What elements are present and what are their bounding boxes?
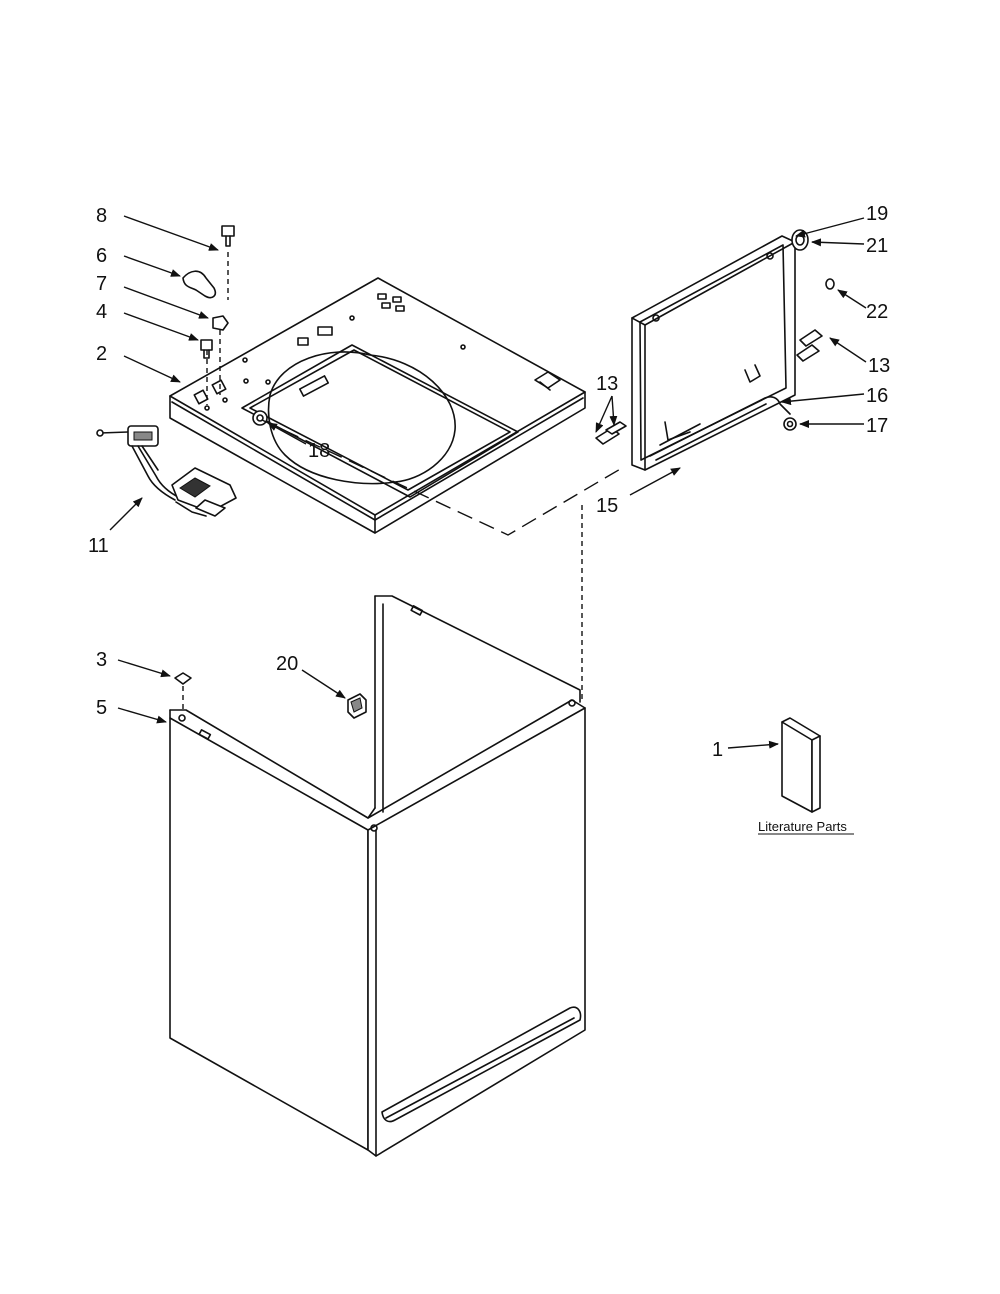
callout-7: 7 [96, 273, 107, 295]
callout-17: 17 [866, 415, 888, 437]
rear-panel [595, 229, 835, 471]
callout-4: 4 [96, 301, 107, 323]
callout-numbers: 8 6 7 4 2 11 18 3 5 20 19 21 22 13 13 16… [88, 203, 890, 761]
callout-11: 11 [88, 535, 109, 557]
callout-arrows [109, 215, 867, 749]
callout-8: 8 [96, 205, 107, 227]
callout-16: 16 [866, 385, 888, 407]
callout-1: 1 [712, 739, 723, 761]
fastener-stack [182, 225, 235, 405]
callout-19: 19 [866, 203, 888, 225]
callout-21: 21 [866, 235, 888, 257]
callout-20: 20 [276, 653, 298, 675]
cabinet-clip [174, 672, 192, 712]
callout-5: 5 [96, 697, 107, 719]
callout-6: 6 [96, 245, 107, 267]
literature-parts-label: Literature Parts [758, 819, 847, 834]
callout-15: 15 [596, 495, 618, 517]
cabinet [169, 595, 586, 1157]
callout-2: 2 [96, 343, 107, 365]
literature-booklet: Literature Parts [758, 717, 854, 835]
callout-22: 22 [866, 301, 888, 323]
callout-3: 3 [96, 649, 107, 671]
callout-13-right: 13 [868, 355, 890, 377]
callout-18: 18 [308, 440, 330, 462]
callout-13-left: 13 [596, 373, 618, 395]
lid-switch [96, 425, 237, 517]
top-panel [169, 277, 586, 534]
part-20-bracket [347, 693, 367, 719]
